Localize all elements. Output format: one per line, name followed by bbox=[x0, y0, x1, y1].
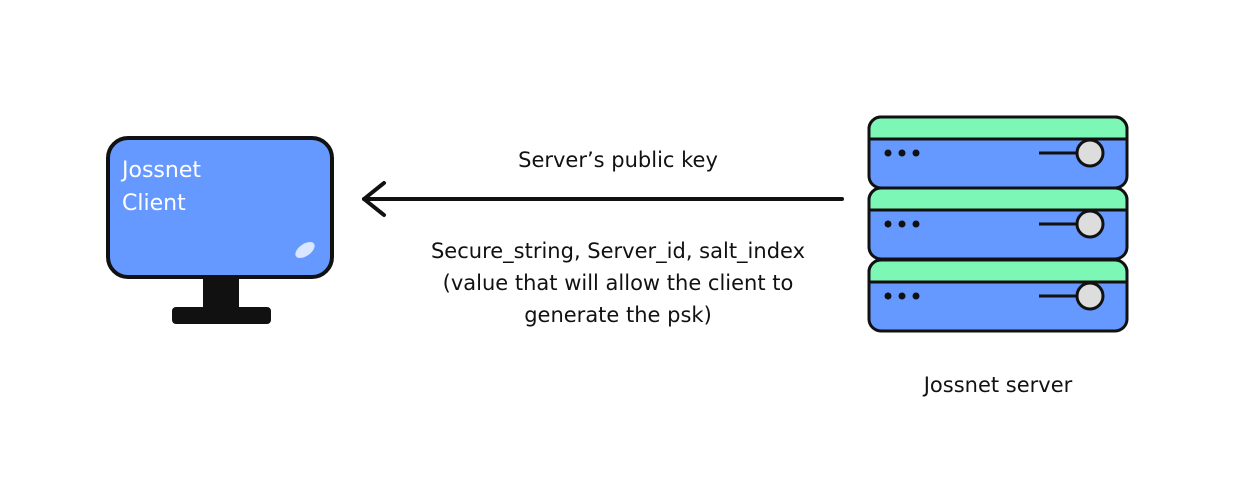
server-unit bbox=[867, 115, 1129, 190]
monitor-screen bbox=[106, 136, 334, 279]
arrow-label-bottom-line1: Secure_string, Server_id, salt_index bbox=[430, 239, 806, 263]
status-dot bbox=[912, 149, 920, 157]
arrow-to-client bbox=[362, 181, 844, 217]
status-dot bbox=[884, 220, 892, 228]
monitor-stand-neck bbox=[203, 276, 239, 312]
status-dot bbox=[898, 149, 906, 157]
screen-glare bbox=[295, 242, 315, 258]
arrow-label-bottom: Secure_string, Server_id, salt_index (va… bbox=[398, 235, 838, 331]
arrow-head bbox=[362, 181, 386, 217]
knob-icon bbox=[1075, 209, 1105, 239]
knob-icon bbox=[1075, 281, 1105, 311]
arrow-label-top: Server’s public key bbox=[518, 148, 718, 172]
server-unit bbox=[867, 258, 1129, 333]
status-dot bbox=[884, 292, 892, 300]
client-label-line1: Jossnet bbox=[122, 158, 201, 183]
status-dot bbox=[912, 220, 920, 228]
server-unit bbox=[867, 186, 1129, 261]
arrow-label-bottom-line2: (value that will allow the client to bbox=[442, 271, 794, 295]
monitor-stand-base bbox=[172, 307, 271, 324]
status-dot bbox=[884, 149, 892, 157]
knob-icon bbox=[1075, 138, 1105, 168]
status-dot bbox=[898, 220, 906, 228]
client-computer-icon bbox=[106, 136, 334, 324]
status-dot bbox=[912, 292, 920, 300]
server-label: Jossnet server bbox=[923, 373, 1073, 397]
client-label-line2: Client bbox=[122, 191, 186, 216]
client-label: Jossnet Client bbox=[122, 154, 201, 220]
arrow-label-bottom-line3: generate the psk) bbox=[524, 303, 712, 327]
status-dot bbox=[898, 292, 906, 300]
server-stack-icon bbox=[867, 115, 1129, 333]
